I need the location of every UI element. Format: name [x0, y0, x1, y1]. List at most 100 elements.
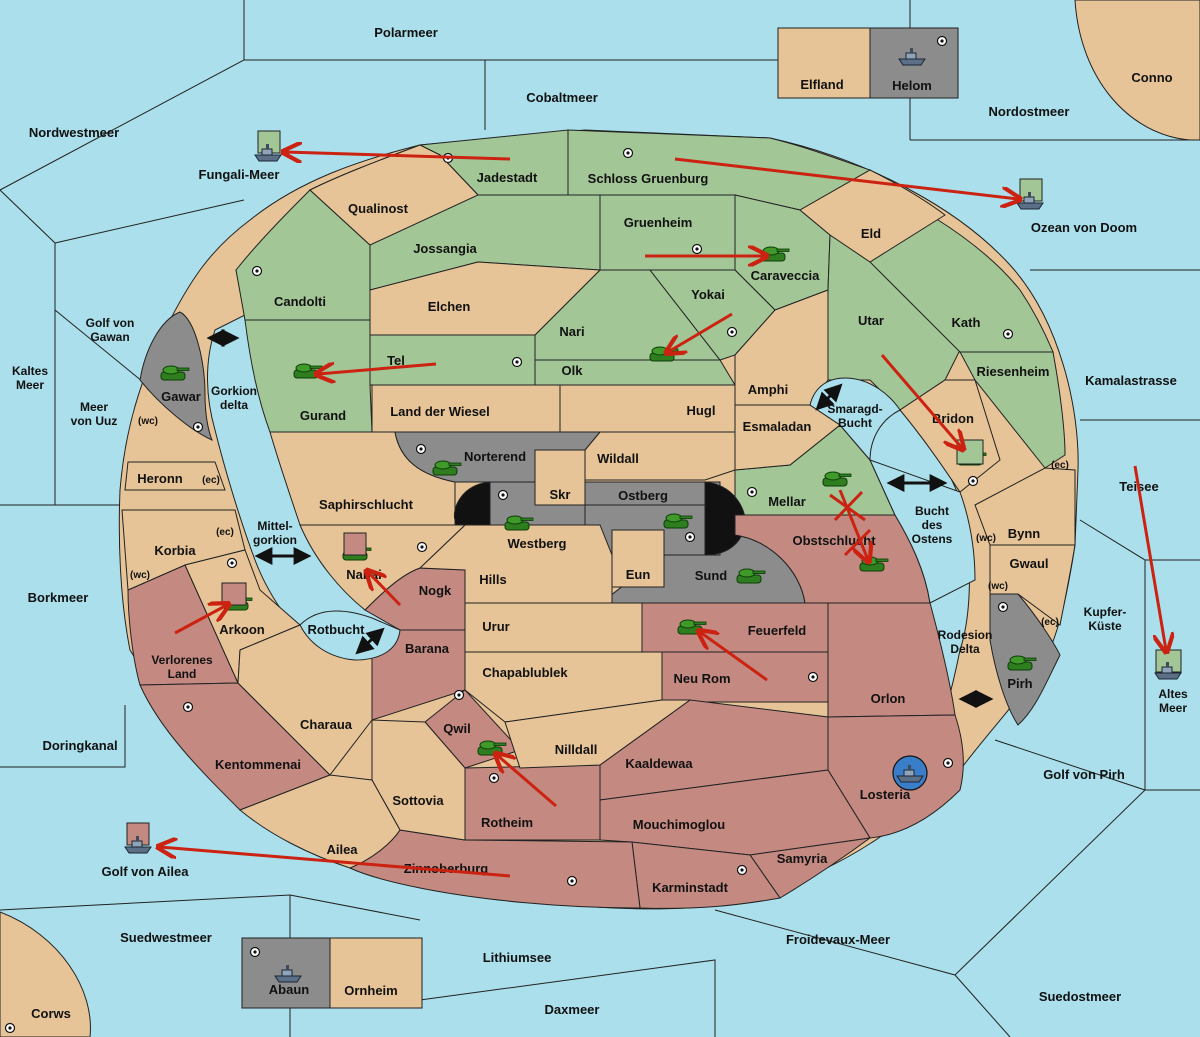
units [124, 47, 1182, 983]
territory-riesenheim[interactable] [959, 351, 1066, 469]
label-mouchimoglou: Mouchimoglou [633, 817, 725, 832]
territory-elfland[interactable] [777, 27, 871, 99]
label-doringkanal: Doringkanal [42, 738, 117, 753]
tank-icon [822, 471, 852, 487]
coast-tag-gawar-wc: (wc) [138, 416, 158, 427]
label-gawar: Gawar [161, 389, 201, 404]
territory-conno[interactable] [1074, 0, 1200, 141]
label-rotbucht: Rotbucht [307, 622, 365, 637]
label-froidevaux-meer: Froidevaux-Meer [786, 932, 890, 947]
label-nari: Nari [559, 324, 584, 339]
move-arrow [674, 157, 1018, 199]
tank-icon [160, 365, 190, 381]
label-eld: Eld [861, 226, 881, 241]
coast-tags: (wc) (ec) (ec) (wc) (ec) (wc) (wc) (ec) [130, 416, 1069, 628]
move-arrow [700, 632, 768, 682]
territory-kath[interactable] [869, 217, 1054, 353]
territory-candolti[interactable] [235, 189, 371, 321]
label-ornheim: Ornheim [344, 983, 397, 998]
label-golf-von-pirh: Golf von Pirh [1043, 767, 1125, 782]
label-jadestadt: Jadestadt [477, 170, 538, 185]
move-arrow [880, 354, 962, 448]
coast-tag-heronn-ec: (ec) [202, 475, 220, 486]
label-hills: Hills [479, 572, 506, 587]
tank-icon [760, 246, 790, 262]
label-chapablublek: Chapablublek [482, 665, 568, 680]
adjacency-arrows [206, 329, 994, 708]
tank-icon [736, 568, 766, 584]
tank-icon [504, 515, 534, 531]
label-nordwestmeer: Nordwestmeer [29, 125, 119, 140]
label-qualinost: Qualinost [348, 201, 409, 216]
bidirectional-arrow [355, 627, 385, 655]
territory-ornheim[interactable] [329, 937, 423, 1009]
label-corws: Corws [31, 1006, 71, 1021]
territory-elchen[interactable] [369, 261, 602, 336]
label-cobaltmeer: Cobaltmeer [526, 90, 598, 105]
label-caraveccia: Caraveccia [751, 268, 820, 283]
move-orders [160, 152, 1166, 878]
label-bynn: Bynn [1008, 526, 1041, 541]
territory-heronn[interactable] [124, 461, 226, 491]
label-olk: Olk [562, 363, 584, 378]
tank-icon [1007, 655, 1037, 671]
label-barana: Barana [405, 641, 450, 656]
territory-hills[interactable] [418, 524, 613, 604]
label-mellar: Mellar [768, 494, 806, 509]
territory-bynn[interactable] [974, 467, 1076, 546]
tank-icon [859, 556, 889, 572]
label-elfland: Elfland [800, 77, 843, 92]
label-amphi: Amphi [748, 382, 788, 397]
move-arrow [497, 755, 557, 808]
territory-eld[interactable] [799, 169, 946, 263]
label-sund: Sund [695, 568, 728, 583]
label-nordostmeer: Nordostmeer [989, 104, 1070, 119]
label-heronn: Heronn [137, 471, 183, 486]
label-samyria: Samyria [777, 851, 828, 866]
tank-icon [432, 460, 462, 476]
label-norterend: Norterend [464, 449, 526, 464]
coast-tag-gwaul-wc: (wc) [988, 581, 1008, 592]
label-kaaldewaa: Kaaldewaa [625, 756, 693, 771]
territory-ailea[interactable] [239, 774, 401, 869]
territory-samyria[interactable] [749, 837, 871, 899]
move-arrow [174, 605, 227, 635]
label-land-der-wiesel: Land der Wiesel [390, 404, 490, 419]
territory-karminstadt[interactable] [631, 841, 781, 909]
territory-bucht-des-ostens[interactable] [869, 459, 976, 604]
label-mittel-gorkion: Mittel-gorkion [253, 519, 297, 547]
label-elchen: Elchen [428, 299, 471, 314]
red-power-territories [127, 514, 964, 909]
label-kupfer-kueste: Kupfer-Küste [1084, 605, 1127, 633]
move-arrow [368, 572, 402, 607]
territory-nilldall[interactable] [504, 699, 692, 769]
coast-tag-korbia-ec: (ec) [216, 527, 234, 538]
label-korbia: Korbia [154, 543, 196, 558]
territory-skr[interactable] [534, 449, 586, 506]
move-arrow [668, 312, 733, 352]
label-nilldall: Nilldall [555, 742, 598, 757]
label-nogk: Nogk [419, 583, 452, 598]
label-gruenheim: Gruenheim [624, 215, 693, 230]
label-pirh: Pirh [1007, 676, 1032, 691]
coast-tag-korbia-wc: (wc) [130, 570, 150, 581]
label-sottovia: Sottovia [392, 793, 444, 808]
territory-gruenheim[interactable] [599, 194, 736, 271]
label-losteria: Losteria [860, 787, 911, 802]
label-qwil: Qwil [443, 721, 470, 736]
label-borkmeer: Borkmeer [28, 590, 89, 605]
label-skr: Skr [550, 487, 571, 502]
label-feuerfeld: Feuerfeld [748, 623, 807, 638]
label-bridon: Bridon [932, 411, 974, 426]
label-ostberg: Ostberg [618, 488, 668, 503]
label-kath: Kath [952, 315, 981, 330]
label-gwaul: Gwaul [1009, 556, 1048, 571]
territory-gwaul[interactable] [989, 544, 1076, 626]
label-urur: Urur [482, 619, 509, 634]
